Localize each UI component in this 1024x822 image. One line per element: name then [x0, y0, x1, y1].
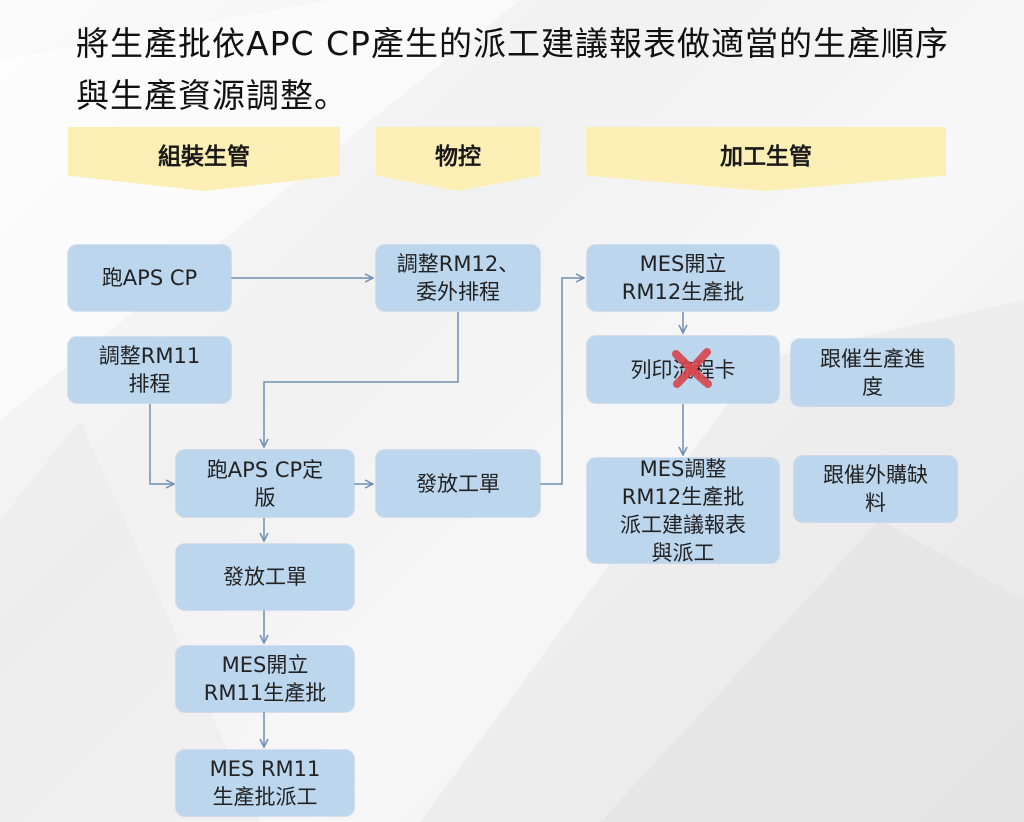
box-follow-outsource: 跟催外購缺 料: [794, 456, 957, 522]
box-run-aps-cp: 跑APS CP: [68, 245, 231, 311]
box-release-order-material: 發放工單: [376, 450, 540, 517]
box-run-aps-cp-final: 跑APS CP定 版: [176, 450, 354, 517]
box-mes-adjust-rm12: MES調整 RM12生產批 派工建議報表 與派工: [587, 457, 779, 565]
box-follow-progress: 跟催生產進 度: [791, 339, 954, 406]
header-assembly: 組裝生管: [68, 127, 340, 191]
box-mes-open-rm12: MES開立 RM12生產批: [587, 245, 779, 311]
box-mes-rm11-dispatch: MES RM11 生產批派工: [176, 750, 354, 816]
box-print-process-card: 列印流程卡: [587, 336, 779, 403]
page-title: 將生產批依APC CP產生的派工建議報表做適當的生產順序與生產資源調整。: [76, 24, 949, 115]
cross-mark-icon: [672, 348, 712, 388]
header-material: 物控: [376, 127, 540, 191]
header-machining: 加工生管: [586, 127, 946, 191]
box-mes-open-rm11: MES開立 RM11生產批: [176, 646, 354, 712]
box-adjust-rm11: 調整RM11 排程: [68, 337, 231, 403]
box-adjust-rm12: 調整RM12、 委外排程: [376, 245, 540, 311]
box-release-order-assembly: 發放工單: [176, 544, 354, 610]
